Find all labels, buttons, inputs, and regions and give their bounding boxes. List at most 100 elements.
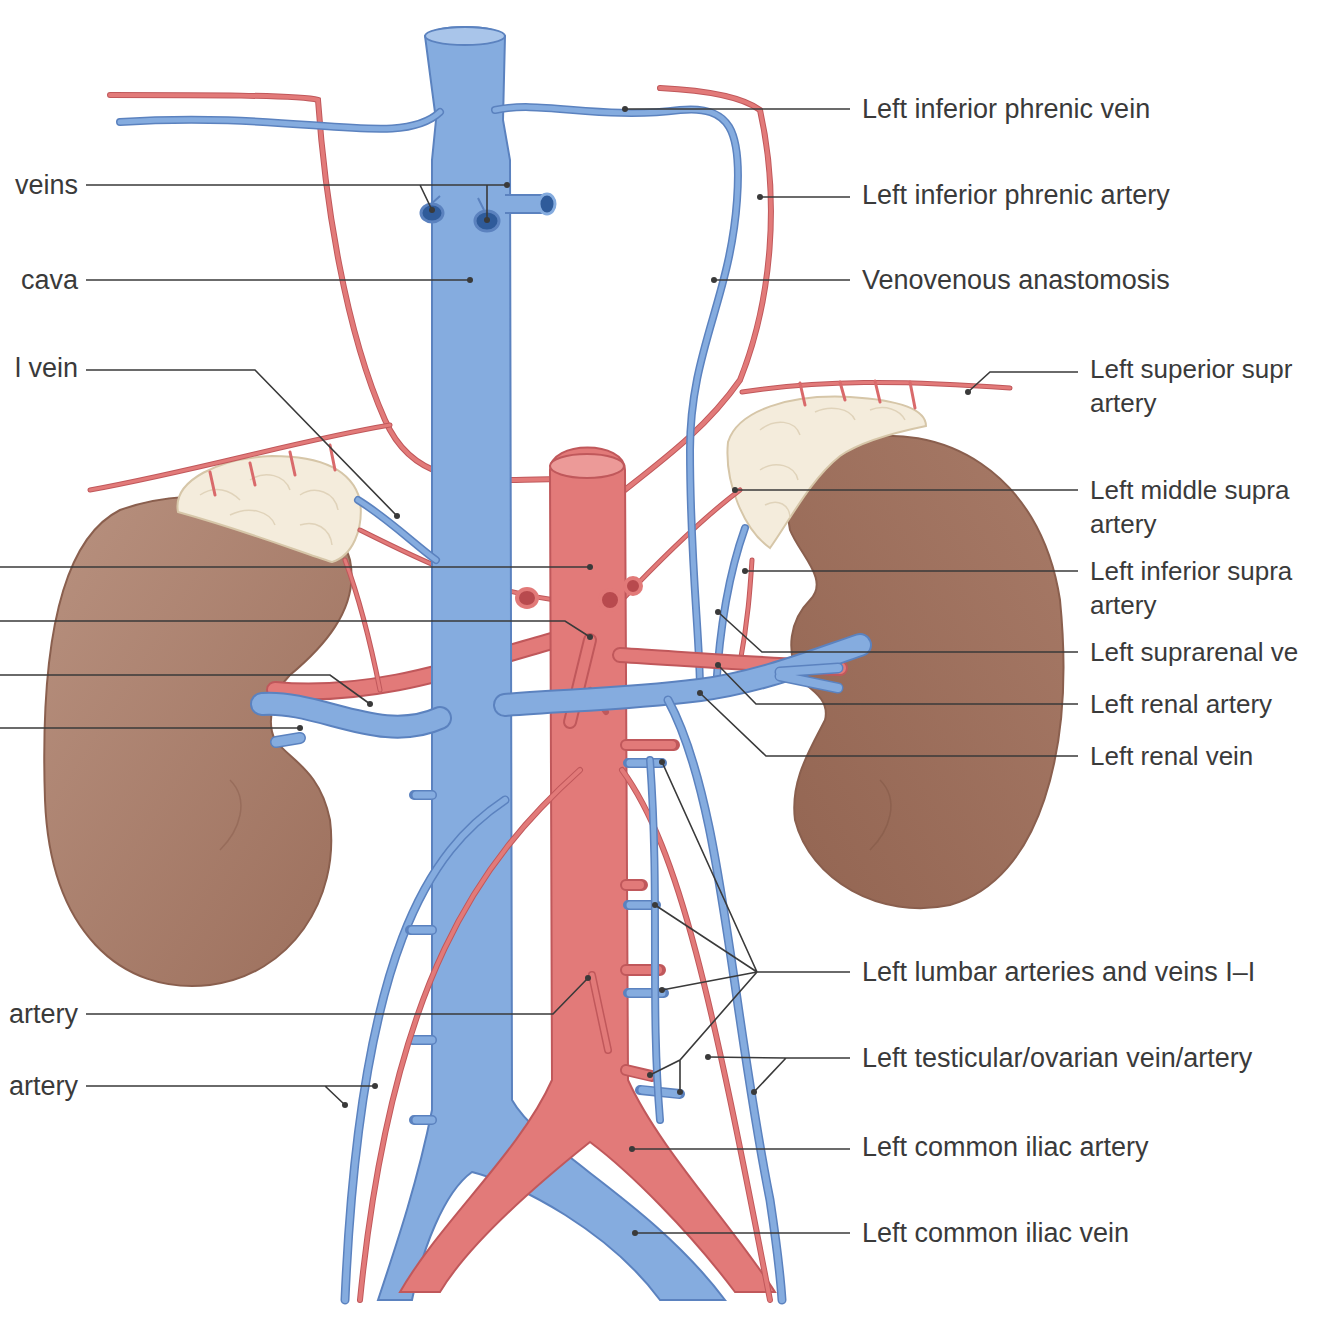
adrenal-gland	[230, 510, 275, 525]
leader-dot	[711, 277, 717, 283]
anatomy-label: Left common iliac artery	[862, 1130, 1149, 1164]
artery	[622, 770, 770, 1300]
anatomy-label: Left inferior phrenic artery	[862, 178, 1170, 212]
vein	[358, 500, 436, 560]
leader-dot	[677, 1089, 683, 1095]
leader-dot	[715, 609, 721, 615]
leader-line	[86, 279, 470, 281]
leader-line	[632, 1148, 850, 1150]
artery	[275, 640, 556, 692]
leader-dot	[629, 1146, 635, 1152]
leader-dot	[632, 1230, 638, 1236]
leader-dot	[587, 634, 593, 640]
leader-dot	[715, 662, 721, 668]
anatomy-label: Left lumbar arteries and veins I–I	[862, 955, 1255, 989]
artery	[740, 560, 752, 663]
leader-line	[0, 675, 370, 704]
vein	[505, 645, 860, 1300]
artery	[360, 770, 580, 1300]
vein	[495, 107, 738, 690]
leader-dot	[587, 564, 593, 570]
anatomy-label: Left testicular/ovarian vein/artery	[862, 1041, 1252, 1075]
anatomy-label: Left middle supra artery	[1090, 473, 1330, 541]
leader-line	[625, 108, 850, 110]
anatomy-label: artery	[9, 1069, 78, 1103]
anatomy-label: Left superior supr artery	[1090, 352, 1330, 420]
adrenal-gland	[870, 408, 905, 420]
leader-line	[708, 1057, 850, 1092]
leader-line	[635, 1232, 850, 1234]
leader-line	[86, 185, 507, 220]
leader-dot	[751, 1089, 757, 1095]
anatomy-label: cava	[21, 263, 78, 297]
leader-dot	[504, 182, 510, 188]
leader-dot	[342, 1102, 348, 1108]
adrenal-gland	[300, 490, 338, 510]
vein	[410, 795, 432, 1120]
vein	[120, 112, 440, 129]
artery	[345, 560, 380, 690]
leader-line	[86, 978, 588, 1014]
aorta	[550, 454, 624, 478]
artery	[740, 560, 752, 663]
artery	[360, 640, 840, 1300]
leader-dot	[585, 975, 591, 981]
artery	[592, 975, 608, 1050]
leader-line	[718, 665, 1078, 704]
vein	[539, 194, 555, 214]
artery	[622, 490, 740, 600]
leader-dot	[697, 690, 703, 696]
leader-dot	[367, 701, 373, 707]
leader-dot	[659, 759, 665, 765]
vein	[276, 738, 300, 742]
vein	[505, 196, 542, 212]
anatomy-label: Left renal vein	[1090, 739, 1253, 773]
adrenal-gland	[727, 397, 926, 548]
aorta	[517, 589, 537, 607]
adrenal-gland	[765, 502, 790, 518]
anatomy-label: artery	[9, 997, 78, 1031]
leader-dot	[705, 1054, 711, 1060]
vein	[262, 704, 440, 727]
artery	[360, 770, 580, 1300]
kidney	[870, 780, 891, 850]
leader-dot	[297, 725, 303, 731]
kidney	[44, 496, 351, 986]
anatomy-label: Left suprarenal ve	[1090, 635, 1298, 669]
vein	[412, 795, 432, 1120]
leader-line	[0, 621, 590, 637]
adrenal-gland	[760, 422, 800, 435]
vein	[262, 704, 440, 727]
artery	[345, 560, 380, 690]
adrenal-gland	[200, 490, 240, 500]
leader-dot	[732, 487, 738, 493]
leader-line	[650, 762, 850, 1092]
leader-line	[86, 1086, 375, 1105]
anatomy-label: Venovenous anastomosis	[862, 263, 1170, 297]
vein	[421, 204, 443, 222]
artery	[592, 975, 608, 1050]
leader-line	[0, 727, 300, 729]
leader-dot	[622, 106, 628, 112]
anatomy-label: Left inferior supra artery	[1090, 554, 1330, 622]
kidney	[220, 780, 241, 850]
artery	[90, 425, 390, 490]
vein	[668, 700, 782, 1300]
adrenal-gland	[815, 408, 855, 420]
leader-dot	[484, 217, 490, 223]
leader-line	[718, 612, 1078, 652]
vein	[650, 760, 660, 1120]
leader-dot	[659, 987, 665, 993]
anatomy-label: Left inferior phrenic vein	[862, 92, 1150, 126]
leader-dot	[394, 513, 400, 519]
vein	[430, 196, 484, 210]
vein	[358, 500, 436, 560]
leader-line	[0, 566, 590, 568]
adrenal-gland	[760, 465, 798, 480]
leader-dot	[965, 389, 971, 395]
leader-dot	[757, 194, 763, 200]
anatomy-label: l vein	[15, 351, 78, 385]
leader-line	[745, 570, 1078, 572]
leader-line	[735, 489, 1078, 491]
